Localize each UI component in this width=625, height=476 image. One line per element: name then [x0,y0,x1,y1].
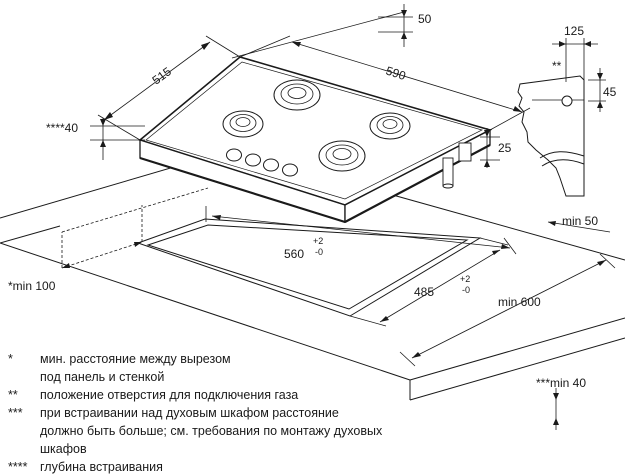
dim-stars2-label: ** [552,59,562,73]
dim-560: 560 +2 -0 [205,206,517,261]
dim-25-label: 25 [498,141,512,155]
legend-item: ** положение отверстия для подключения г… [8,386,428,404]
control-knobs [226,148,298,177]
dim-min-600-label: min 600 [498,295,541,309]
dim-min-50-label: min 50 [562,214,598,228]
legend: * мин. расстояние между вырезом под пане… [8,350,428,476]
legend-text: мин. расстояние между вырезом [40,352,231,366]
legend-text: при встраивании над духовым шкафом расст… [40,406,339,420]
dim-min-100-label: *min 100 [8,279,56,293]
legend-item: *** при встраивании над духовым шкафом р… [8,404,428,422]
hob [138,56,493,224]
dim-45-label: 45 [603,85,617,99]
dim-min-100: *min 100 [8,187,209,293]
dim-min-40-label: ***min 40 [536,376,586,390]
dim-125-label: 125 [564,24,584,38]
knob [263,158,279,172]
dim-590: 590 [239,35,531,131]
legend-text: должно быть больше; см. требования по мо… [40,424,383,456]
burner-front-left [222,110,264,138]
legend-mark: **** [8,460,28,474]
dim-min-50: min 50 [547,214,611,233]
dim-40-label: ****40 [46,121,78,135]
dim-485-label: 485 [414,285,434,299]
legend-item: под панель и стенкой [8,368,428,386]
legend-mark: *** [8,406,23,420]
knob [282,163,298,177]
legend-text: положение отверстия для подключения газа [40,388,299,402]
legend-text: под панель и стенкой [40,370,165,384]
dim-25: 25 [480,128,512,168]
legend-text: глубина встраивания [40,460,163,474]
legend-mark: * [8,352,13,366]
dim-485-tol-lower: -0 [462,285,470,295]
legend-item: **** глубина встраивания [8,458,428,476]
dim-50-top: 50 [231,4,432,59]
dim-min-600: min 600 [399,253,616,367]
dim-min-40: ***min 40 [536,376,586,430]
hob-installation-drawing: 50 515 590 ****40 25 min [0,4,625,430]
dim-560-tol-lower: -0 [315,247,323,257]
knob [226,148,242,162]
legend-item: должно быть больше; см. требования по мо… [8,422,428,458]
legend-item: * мин. расстояние между вырезом [8,350,428,368]
burner-back-right [369,112,411,140]
dim-560-label: 560 [284,247,304,261]
side-detail: 125 45 ** [517,24,617,197]
cutout [136,218,482,317]
burner-back-left [273,79,321,111]
burner-front-right [318,140,366,172]
knob [245,153,261,167]
dim-50-label: 50 [418,12,432,26]
dim-485-tol-upper: +2 [460,274,470,284]
dim-40-depth: ****40 [46,118,145,160]
legend-mark: ** [8,388,18,402]
gas-connector [442,142,472,189]
dim-560-tol-upper: +2 [313,236,323,246]
dim-485: 485 +2 -0 [349,237,509,327]
dim-590-label: 590 [384,64,408,84]
